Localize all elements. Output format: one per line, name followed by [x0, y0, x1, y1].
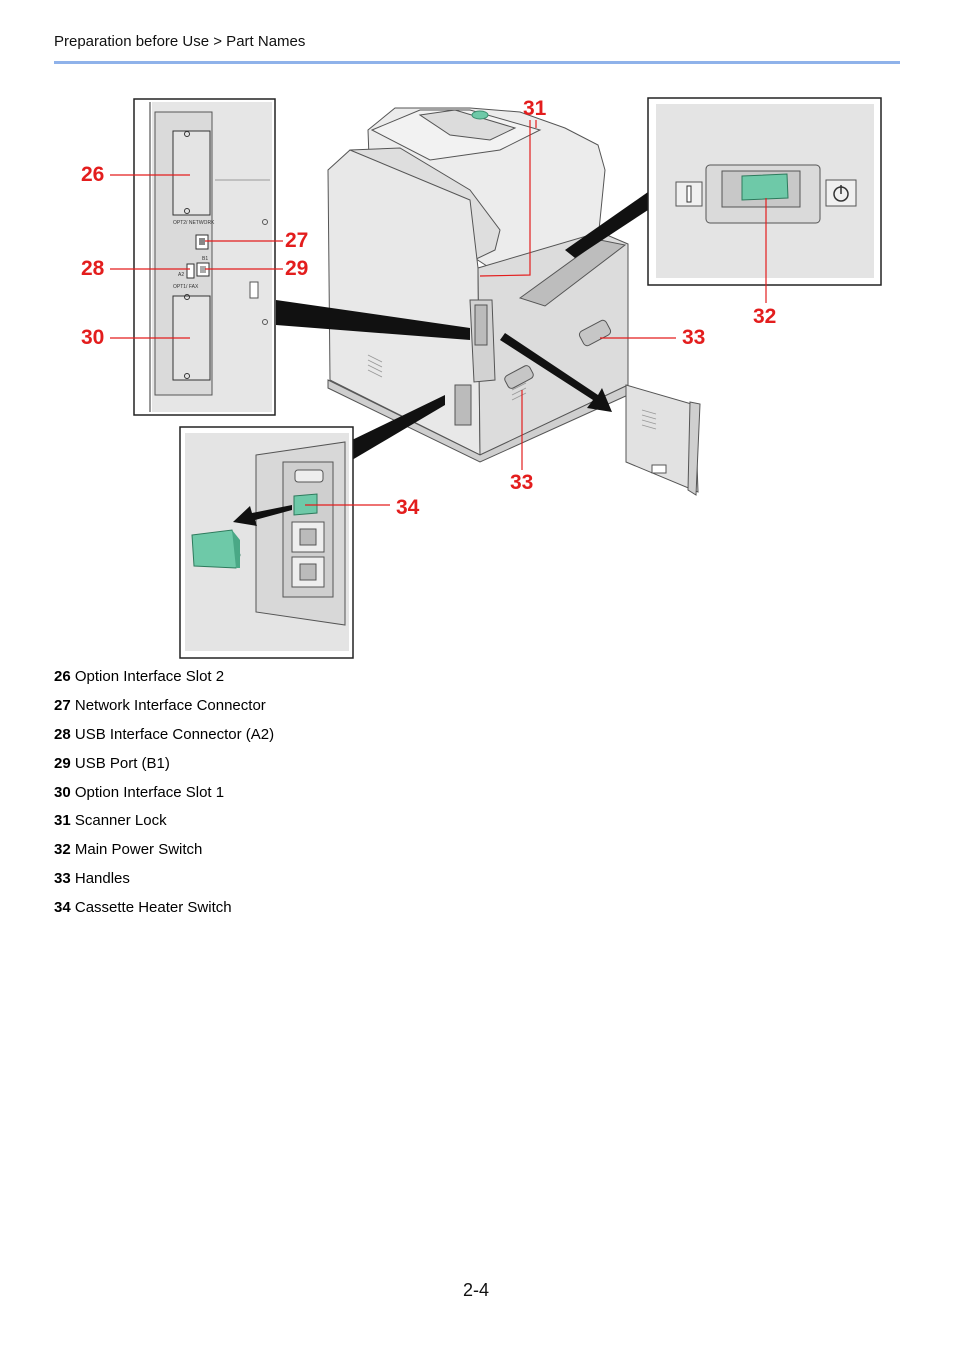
legend-number: 31: [54, 812, 71, 830]
header-divider: [54, 61, 900, 64]
legend-number: 29: [54, 754, 71, 772]
a2-port-label: A2: [178, 272, 184, 278]
zoom-wedge-right: [565, 192, 648, 258]
legend-item: 28 USB Interface Connector (A2): [54, 725, 274, 754]
inset-heater-switch: [179, 426, 354, 659]
parts-illustration: OPT2/ NETWORK OPT1/ FAX A2 B1: [110, 97, 882, 659]
callout-33-handle-rear: 33: [510, 471, 534, 494]
rear-cover: [625, 384, 701, 496]
legend-number: 34: [54, 899, 71, 917]
legend-number: 28: [54, 725, 71, 743]
callout-34: 34: [396, 496, 420, 519]
callout-30: 30: [81, 326, 105, 349]
inset-interface-panel: OPT2/ NETWORK OPT1/ FAX A2 B1: [133, 98, 276, 416]
legend-item: 26 Option Interface Slot 2: [54, 667, 274, 696]
opt2-network-label: OPT2/ NETWORK: [173, 220, 215, 226]
legend-text: Handles: [74, 870, 130, 888]
inset-power-switch: [647, 97, 882, 286]
legend-item: 30 Option Interface Slot 1: [54, 783, 274, 812]
legend-item: 32 Main Power Switch: [54, 840, 274, 869]
legend-text: USB Port (B1): [74, 754, 170, 772]
breadcrumb: Preparation before Use > Part Names: [54, 33, 306, 50]
legend-number: 26: [54, 668, 71, 685]
callout-33-handle-side: 33: [682, 326, 706, 349]
legend-item: 34 Cassette Heater Switch: [54, 898, 274, 927]
legend-item: 31 Scanner Lock: [54, 811, 274, 840]
legend-item: 29 USB Port (B1): [54, 754, 274, 783]
zoom-wedge-bottom: [352, 395, 445, 460]
legend-number: 27: [54, 696, 71, 714]
callout-31: 31: [523, 97, 547, 120]
legend-item: 27 Network Interface Connector: [54, 696, 274, 725]
callout-32: 32: [753, 305, 777, 328]
callout-26: 26: [81, 163, 105, 186]
legend-text: Option Interface Slot 1: [74, 783, 225, 801]
removal-arrow: [500, 333, 612, 412]
machine-body: [327, 107, 629, 463]
zoom-wedge-left: [276, 300, 470, 340]
legend-text: Option Interface Slot 2: [74, 668, 225, 685]
parts-legend: 26 Option Interface Slot 2 27 Network In…: [54, 667, 274, 927]
legend-item: 33 Handles: [54, 869, 274, 898]
opt1-fax-label: OPT1/ FAX: [173, 284, 199, 290]
legend-text: USB Interface Connector (A2): [74, 725, 275, 743]
callout-29: 29: [285, 257, 309, 280]
callout-28: 28: [81, 257, 105, 280]
b1-port-label: B1: [202, 256, 208, 262]
legend-number: 30: [54, 783, 71, 801]
legend-text: Main Power Switch: [74, 841, 203, 859]
leader-lines: [110, 120, 767, 506]
legend-text: Network Interface Connector: [74, 696, 266, 714]
legend-number: 33: [54, 870, 71, 888]
callout-27: 27: [285, 229, 309, 252]
page-number: 2-4: [463, 1280, 490, 1300]
legend-text: Scanner Lock: [74, 812, 167, 830]
legend-number: 32: [54, 841, 71, 859]
legend-text: Cassette Heater Switch: [74, 899, 232, 917]
